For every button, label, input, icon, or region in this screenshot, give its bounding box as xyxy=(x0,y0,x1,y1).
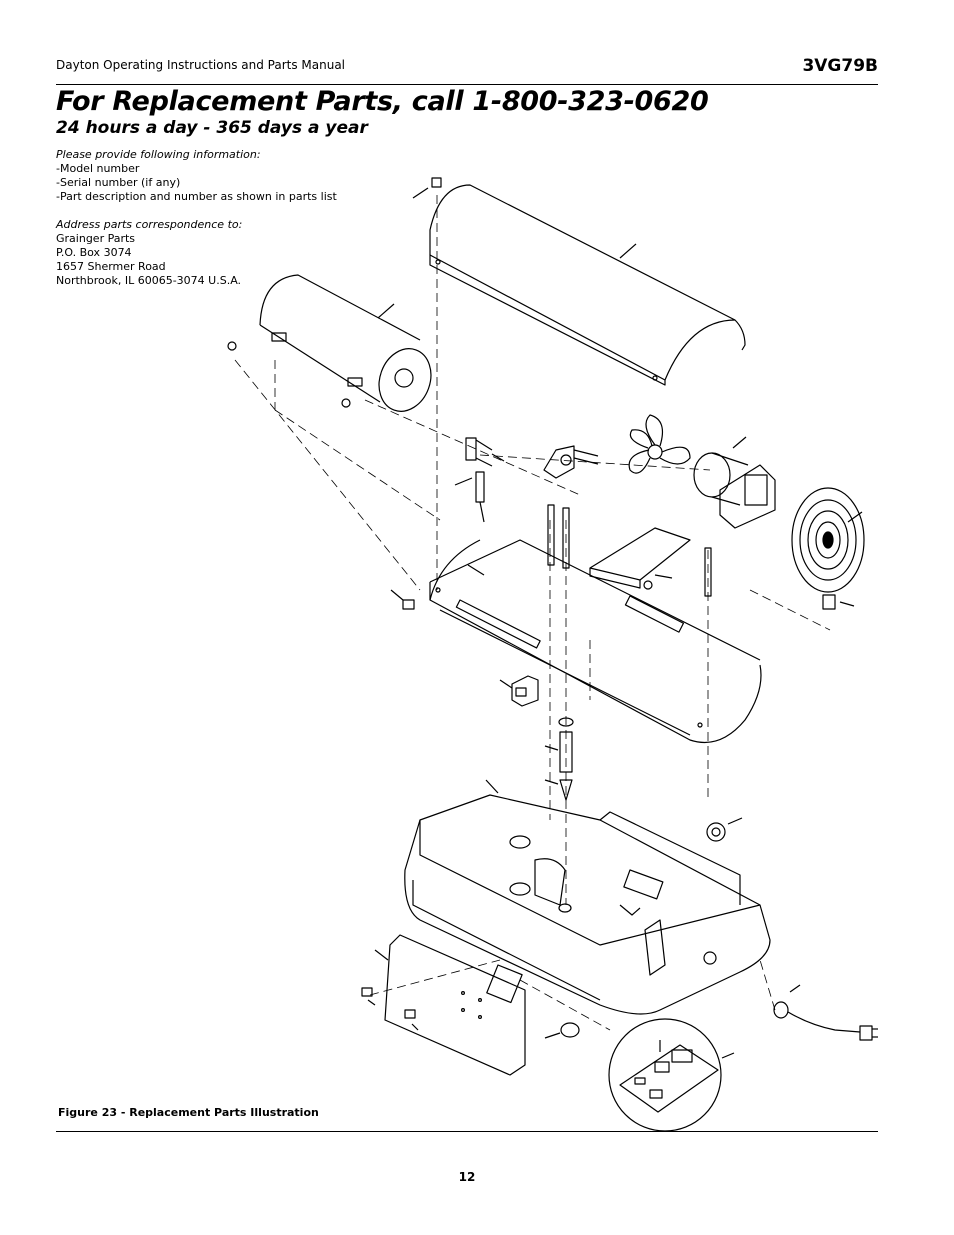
figure-caption: Figure 23 - Replacement Parts Illustrati… xyxy=(58,1106,319,1119)
lower-shell xyxy=(429,539,762,744)
provide-item: -Model number xyxy=(56,162,140,175)
manual-title: Dayton Operating Instructions and Parts … xyxy=(56,58,346,72)
fuel-gauge xyxy=(706,817,743,842)
provide-item: -Part description and number as shown in… xyxy=(56,190,337,203)
page-title: For Replacement Parts, call 1-800-323-06… xyxy=(56,86,709,117)
side-panel xyxy=(374,934,526,1076)
igniter-parts xyxy=(454,437,505,523)
burner-bracket xyxy=(589,527,691,590)
power-cord xyxy=(773,984,878,1041)
address-heading: Address parts correspondence to: xyxy=(56,218,243,231)
address-line: Grainger Parts xyxy=(56,232,136,245)
address-line: Northbrook, IL 60065-3074 U.S.A. xyxy=(56,274,242,287)
assembly-guide-lines xyxy=(234,195,831,1031)
limit-switch xyxy=(499,675,539,707)
screw-icon xyxy=(412,177,442,199)
header-divider xyxy=(56,84,878,85)
model-number: 3VG79B xyxy=(802,56,878,76)
address-line: 1657 Shermer Road xyxy=(56,260,166,273)
combustion-chamber xyxy=(227,274,432,412)
page-number: 12 xyxy=(458,1170,476,1184)
provide-item: -Serial number (if any) xyxy=(56,176,181,189)
address-line: P.O. Box 3074 xyxy=(56,246,132,259)
panel-screws xyxy=(361,987,419,1031)
tie-rods xyxy=(547,504,712,597)
grommet-nut xyxy=(544,1022,580,1039)
page-subtitle: 24 hours a day - 365 days a year xyxy=(56,118,368,138)
exploded-parts-illustration xyxy=(227,177,878,1132)
motor xyxy=(693,436,776,529)
provide-heading: Please provide following information: xyxy=(56,148,261,161)
nut-icon xyxy=(390,589,415,610)
top-cover xyxy=(429,184,746,386)
fan-blade xyxy=(628,414,691,474)
fuel-filter xyxy=(544,717,574,801)
parts-info-block: Please provide following information: -M… xyxy=(56,148,337,288)
footer-divider xyxy=(56,1131,878,1132)
circuit-board-detail xyxy=(608,1018,735,1132)
fuel-tank xyxy=(404,779,771,1015)
fan-guard xyxy=(791,487,865,610)
photocell-bracket xyxy=(543,445,599,479)
